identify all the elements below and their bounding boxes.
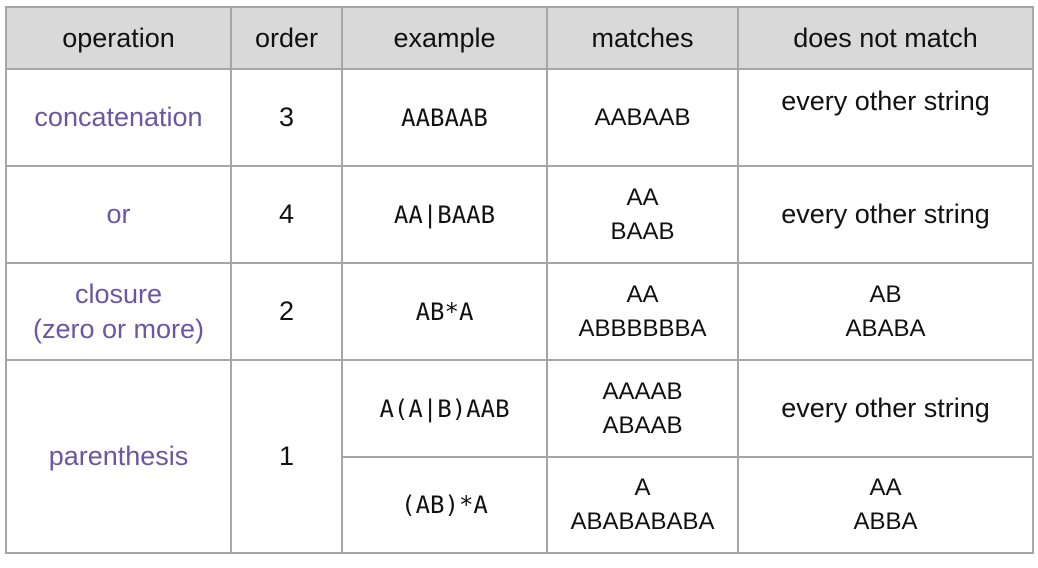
table-row-parenthesis-2: (AB)*A A ABABABABA AA ABBA: [6, 456, 1034, 554]
example-regex: (AB)*A: [401, 491, 488, 519]
table-row-parenthesis: parenthesis 1 A(A|B)AAB AAAAB ABAAB ever…: [5, 359, 1034, 554]
cell-example: AB*A: [341, 262, 548, 361]
example-regex: AA|BAAB: [393, 200, 496, 229]
match-string: BAAB: [610, 217, 675, 245]
match-string: AA: [626, 280, 659, 308]
cell-order: 3: [230, 68, 343, 167]
cell-order: 1: [230, 359, 343, 554]
cell-operation: closure (zero or more): [5, 262, 232, 361]
non-match-string: AB: [869, 280, 902, 308]
cell-does-not-match: AA ABBA: [737, 456, 1034, 554]
match-string: ABABABABA: [570, 508, 715, 535]
order-value: 1: [278, 441, 295, 471]
cell-order: 4: [230, 165, 343, 264]
non-match-text: every other string: [781, 199, 990, 229]
cell-example: AABAAB: [341, 68, 548, 167]
table-row-closure: closure (zero or more) 2 AB*A AA ABBBBBB…: [5, 262, 1034, 361]
non-match-text: every other string: [781, 86, 990, 116]
cell-does-not-match: every other string: [737, 359, 1034, 458]
cell-matches: AA BAAB: [546, 165, 739, 264]
non-match-text: every other string: [781, 393, 990, 423]
table-body: concatenation 3 AABAAB AABAAB every othe…: [5, 68, 1034, 554]
cell-matches: A ABABABABA: [546, 456, 739, 554]
match-string: AA: [626, 183, 659, 211]
cell-matches: AA ABBBBBBA: [546, 262, 739, 361]
header-does-not-match: does not match: [737, 6, 1034, 70]
order-value: 3: [278, 102, 295, 132]
operation-name: parenthesis: [48, 441, 189, 471]
non-match-string: AA: [869, 474, 902, 501]
header-order: order: [230, 6, 343, 70]
cell-does-not-match: AB ABABA: [737, 262, 1034, 361]
cell-example: AA|BAAB: [341, 165, 548, 264]
cell-does-not-match: every other string: [737, 165, 1034, 264]
order-value: 4: [278, 199, 295, 229]
non-match-string: ABABA: [845, 314, 926, 342]
table-row-or: or 4 AA|BAAB AA BAAB every other string: [5, 165, 1034, 264]
cell-operation: or: [5, 165, 232, 264]
match-string: ABAAB: [602, 411, 683, 439]
operation-name: concatenation: [34, 102, 203, 132]
operation-subtitle: (zero or more): [32, 313, 205, 344]
cell-matches: AAAAB ABAAB: [546, 359, 739, 458]
cell-matches: AABAAB: [546, 68, 739, 167]
operation-name: closure: [74, 278, 163, 309]
header-operation: operation: [5, 6, 232, 70]
order-value: 2: [278, 296, 295, 326]
cell-example: A(A|B)AAB: [341, 359, 548, 458]
regex-operations-table: operation order example matches does not…: [5, 6, 1034, 554]
match-string: ABBBBBBA: [578, 314, 707, 342]
cell-example: (AB)*A: [341, 456, 548, 554]
example-regex: A(A|B)AAB: [379, 394, 510, 423]
header-matches: matches: [546, 6, 739, 70]
non-match-string: ABBA: [853, 508, 918, 535]
match-string: A: [634, 474, 651, 501]
cell-operation: parenthesis: [5, 359, 232, 554]
match-string: AABAAB: [594, 103, 691, 131]
example-regex: AABAAB: [401, 103, 488, 132]
cell-operation: concatenation: [5, 68, 232, 167]
cell-does-not-match: every other string: [737, 68, 1034, 167]
cell-order: 2: [230, 262, 343, 361]
header-row: operation order example matches does not…: [5, 6, 1034, 70]
header-example: example: [341, 6, 548, 70]
match-string: AAAAB: [602, 377, 683, 405]
table-header: operation order example matches does not…: [5, 6, 1034, 70]
example-regex: AB*A: [415, 297, 474, 326]
operation-name: or: [106, 199, 131, 229]
table-row-concatenation: concatenation 3 AABAAB AABAAB every othe…: [5, 68, 1034, 167]
